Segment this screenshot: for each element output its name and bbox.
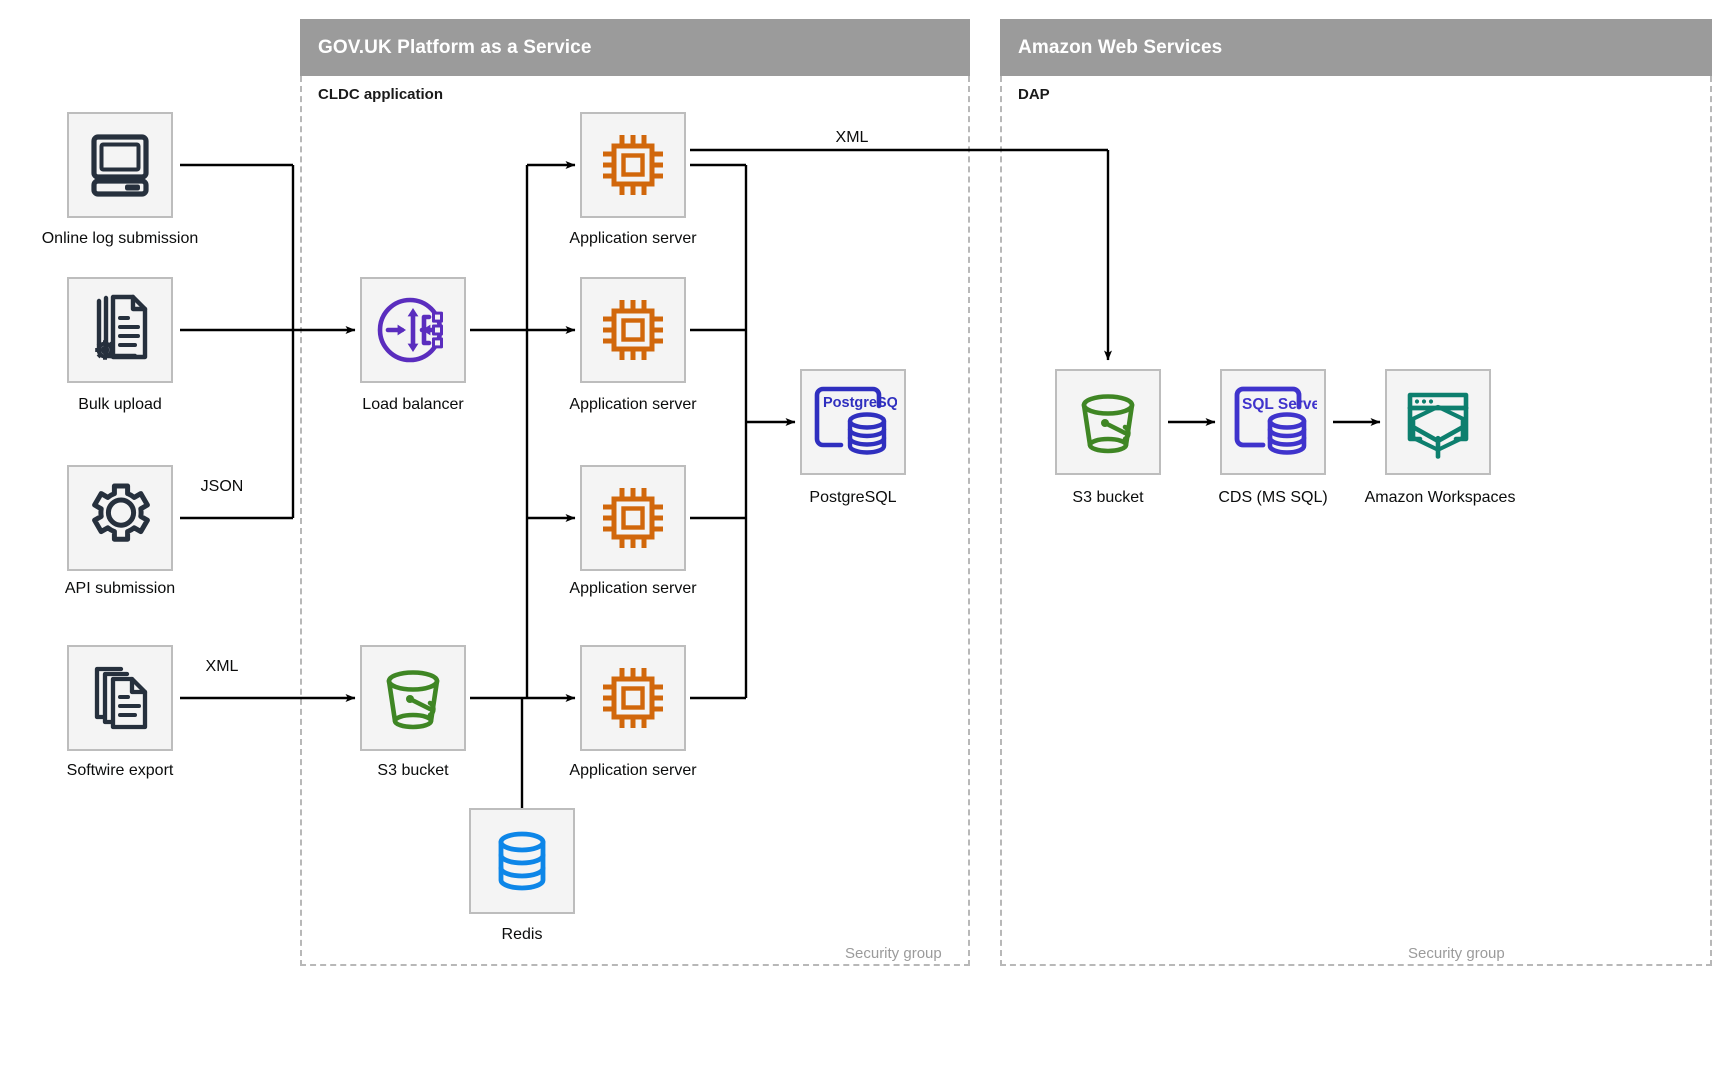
node-app-server-4[interactable] [580, 645, 686, 751]
database-cylinder-icon [487, 826, 557, 896]
node-app-server-2[interactable] [580, 277, 686, 383]
workspaces-cube-icon [1398, 382, 1478, 462]
node-app-server-1[interactable] [580, 112, 686, 218]
bucket-icon [1069, 383, 1147, 461]
node-bulk-upload[interactable] [67, 277, 173, 383]
node-label-s3-bucket-aws: S3 bucket [1072, 489, 1144, 506]
cpu-chip-icon [595, 127, 671, 203]
node-redis[interactable] [469, 808, 575, 914]
node-label-amazon-workspaces: Amazon Workspaces [1364, 489, 1516, 506]
postgresql-icon: PostgreSQL [809, 380, 897, 464]
node-s3-bucket-aws[interactable] [1055, 369, 1161, 475]
node-label-load-balancer: Load balancer [362, 396, 464, 413]
documents-stack-icon [83, 661, 157, 735]
gear-icon [81, 479, 159, 557]
postgresql-wordmark: PostgreSQL [823, 395, 897, 411]
group-header-paas-label: GOV.UK Platform as a Service [318, 36, 592, 58]
security-group-label-paas: Security group [845, 945, 942, 962]
node-label-app-server-2: Application server [569, 396, 697, 413]
document-gear-icon [83, 293, 157, 367]
node-label-s3-bucket-paas: S3 bucket [377, 762, 449, 779]
cpu-chip-icon [595, 660, 671, 736]
node-label-api-submission: API submission [64, 580, 176, 597]
security-group-label-aws: Security group [1408, 945, 1505, 962]
group-header-aws: Amazon Web Services [1000, 19, 1712, 76]
bucket-icon [374, 659, 452, 737]
node-label-cds-ms-sql: CDS (MS SQL) [1218, 489, 1328, 506]
edge-label-xml-softwire: XML [201, 658, 243, 676]
node-label-postgresql: PostgreSQL [809, 489, 897, 506]
edge-label-xml-dap: XML [831, 129, 873, 147]
group-header-paas: GOV.UK Platform as a Service [300, 19, 970, 76]
node-label-redis: Redis [501, 926, 543, 943]
cpu-chip-icon [595, 480, 671, 556]
group-boundary-paas [300, 76, 970, 966]
node-cds-ms-sql[interactable]: SQL Server [1220, 369, 1326, 475]
node-online-log-submission[interactable] [67, 112, 173, 218]
node-label-online-log-submission: Online log submission [41, 230, 199, 247]
edge-label-json: JSON [196, 478, 248, 496]
node-softwire-export[interactable] [67, 645, 173, 751]
node-label-softwire-export: Softwire export [66, 762, 174, 779]
load-balancer-icon [372, 289, 454, 371]
node-label-bulk-upload: Bulk upload [78, 396, 162, 413]
node-s3-bucket-paas[interactable] [360, 645, 466, 751]
node-label-app-server-4: Application server [569, 762, 697, 779]
sql-server-wordmark: SQL Server [1242, 396, 1317, 413]
group-boundary-aws [1000, 76, 1712, 966]
node-amazon-workspaces[interactable] [1385, 369, 1491, 475]
node-api-submission[interactable] [67, 465, 173, 571]
node-postgresql[interactable]: PostgreSQL [800, 369, 906, 475]
group-sublabel-cldc-application: CLDC application [318, 86, 444, 103]
node-load-balancer[interactable] [360, 277, 466, 383]
node-label-app-server-1: Application server [569, 230, 697, 247]
desktop-computer-icon [83, 128, 157, 202]
group-header-aws-label: Amazon Web Services [1018, 36, 1223, 58]
group-sublabel-dap: DAP [1018, 86, 1050, 103]
sql-server-icon: SQL Server [1229, 380, 1317, 464]
node-app-server-3[interactable] [580, 465, 686, 571]
node-label-app-server-3: Application server [569, 580, 697, 597]
cpu-chip-icon [595, 292, 671, 368]
